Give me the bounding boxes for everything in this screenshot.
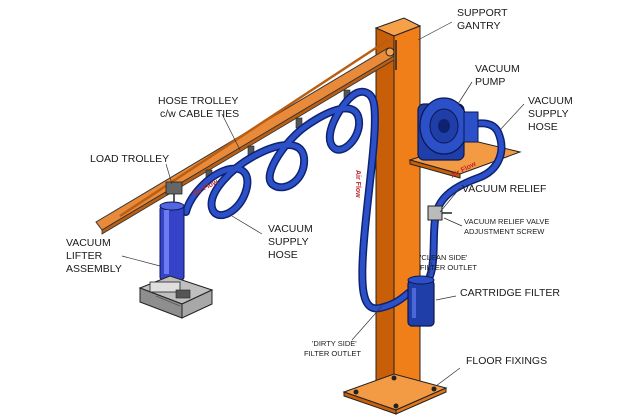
- label-clean-side-filter-outlet: 'CLEAN SIDE' FILTER OUTLET: [420, 253, 477, 272]
- vacuum-lifter-assembly: [138, 201, 214, 319]
- label-vacuum-supply-hose-center: VACUUM SUPPLY HOSE: [268, 223, 316, 261]
- air-flow-text-2: Air Flow: [354, 170, 361, 198]
- floor-fixings: [353, 375, 437, 409]
- label-dirty-side-filter-outlet: 'DIRTY SIDE' FILTER OUTLET: [304, 339, 361, 358]
- label-vacuum-relief: VACUUM RELIEF: [462, 183, 546, 195]
- label-vacuum-relief-valve: VACUUM RELIEF VALVE ADJUSTMENT SCREW: [464, 217, 552, 236]
- label-hose-trolley: HOSE TROLLEY c/w CABLE TIES: [158, 95, 241, 120]
- vacuum-relief-valve: [427, 205, 452, 221]
- label-support-gantry: SUPPORT GANTRY: [457, 7, 510, 32]
- label-vacuum-pump: VACUUM PUMP: [475, 63, 523, 88]
- leader-lines: [121, 21, 525, 387]
- label-load-trolley: LOAD TROLLEY: [90, 153, 169, 165]
- label-vacuum-lifter-assembly: VACUUM LIFTER ASSEMBLY: [66, 237, 122, 275]
- label-vacuum-supply-hose-right: VACUUM SUPPLY HOSE: [528, 95, 576, 133]
- vacuum-pump: [417, 97, 479, 161]
- label-floor-fixings: FLOOR FIXINGS: [466, 355, 547, 367]
- vacuum-supply-hose: [182, 87, 506, 313]
- cartridge-filter: [407, 275, 435, 327]
- label-cartridge-filter: CARTRIDGE FILTER: [460, 287, 560, 299]
